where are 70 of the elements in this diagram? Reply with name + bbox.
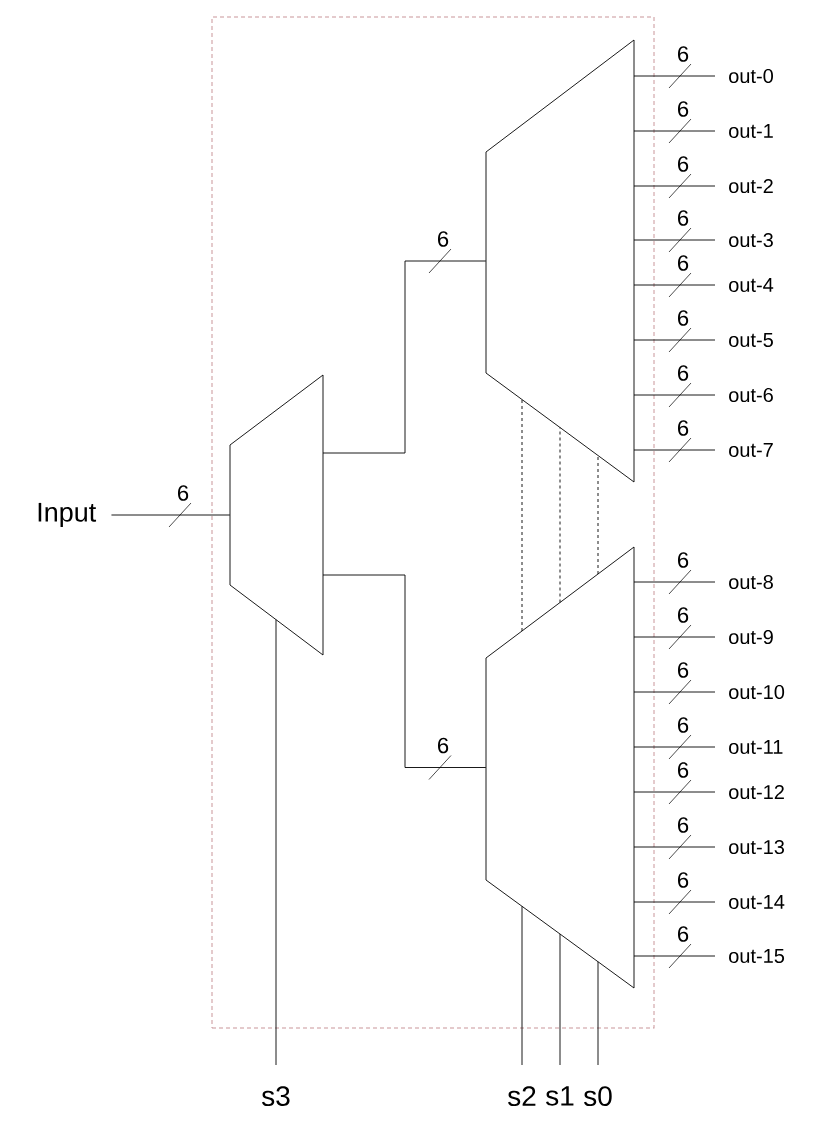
output-label: out-9 bbox=[729, 629, 773, 645]
edge-label: 6 bbox=[678, 817, 689, 833]
output-label: out-13 bbox=[729, 839, 785, 855]
demultiplexer-symbol bbox=[485, 39, 635, 483]
select-line bbox=[521, 399, 523, 632]
bus-line bbox=[633, 901, 716, 903]
output-label: out-0 bbox=[729, 68, 773, 84]
select-label: s0 bbox=[584, 1086, 612, 1107]
edge-label: 6 bbox=[678, 872, 689, 888]
output-label: out-5 bbox=[729, 333, 773, 347]
select-line bbox=[559, 427, 561, 603]
bus-line bbox=[633, 955, 716, 957]
dashed-boundary bbox=[211, 16, 655, 1029]
edge-label: 6 bbox=[678, 607, 689, 623]
edge-label: 6 bbox=[678, 310, 689, 326]
output-label: out-10 bbox=[729, 684, 785, 700]
select-line bbox=[597, 961, 599, 1066]
edge-label: 6 bbox=[678, 717, 689, 733]
edge-label: 6 bbox=[678, 46, 689, 62]
output-label: out-6 bbox=[729, 387, 773, 403]
output-label: out-2 bbox=[729, 178, 773, 194]
bus-line bbox=[633, 636, 716, 638]
bus-line bbox=[633, 339, 716, 341]
bus-line bbox=[633, 239, 716, 241]
select-label: s3 bbox=[262, 1086, 290, 1107]
edge-label: 6 bbox=[438, 737, 449, 754]
bus-line bbox=[322, 260, 487, 454]
output-label: out-8 bbox=[729, 574, 773, 590]
output-label: out-4 bbox=[729, 278, 774, 292]
edge-label: 6 bbox=[678, 420, 689, 436]
bus-line bbox=[633, 185, 716, 187]
bus-line bbox=[633, 394, 716, 396]
edge-label: 6 bbox=[678, 926, 689, 942]
demultiplexer-symbol bbox=[485, 546, 635, 989]
output-label: out-14 bbox=[729, 895, 785, 909]
input-label: Input bbox=[38, 502, 97, 528]
select-line bbox=[275, 619, 277, 1066]
edge-label: 6 bbox=[678, 156, 689, 172]
bus-line bbox=[633, 284, 716, 286]
edge-label: 6 bbox=[678, 255, 689, 271]
select-line bbox=[521, 905, 523, 1066]
edge-label: 6 bbox=[678, 762, 689, 778]
edge-label: 6 bbox=[678, 365, 689, 381]
output-label: out-1 bbox=[729, 124, 773, 138]
select-label: s2 bbox=[508, 1086, 536, 1107]
output-label: out-3 bbox=[729, 232, 773, 248]
demultiplexer-symbol bbox=[229, 374, 324, 656]
bus-line bbox=[633, 581, 716, 583]
bus-line bbox=[633, 130, 716, 132]
edge-label: 6 bbox=[678, 662, 689, 678]
bus-line bbox=[111, 514, 231, 516]
bus-line bbox=[633, 791, 716, 793]
output-label: out-7 bbox=[729, 443, 773, 457]
bus-line bbox=[633, 746, 716, 748]
edge-label: 6 bbox=[678, 552, 689, 568]
edge-label: 6 bbox=[178, 485, 189, 501]
output-label: out-12 bbox=[729, 784, 784, 800]
bus-line bbox=[633, 846, 716, 848]
select-line bbox=[597, 455, 599, 575]
bus-line bbox=[633, 691, 716, 693]
bus-line bbox=[322, 574, 487, 768]
select-line bbox=[559, 933, 561, 1066]
edge-label: 6 bbox=[678, 210, 689, 226]
output-label: out-11 bbox=[729, 740, 783, 754]
bus-line bbox=[633, 449, 716, 451]
bus-line bbox=[633, 75, 716, 77]
edge-label: 6 bbox=[678, 101, 689, 117]
output-label: out-15 bbox=[729, 949, 785, 963]
edge-label: 6 bbox=[438, 231, 449, 247]
select-label: s1 bbox=[546, 1086, 574, 1106]
